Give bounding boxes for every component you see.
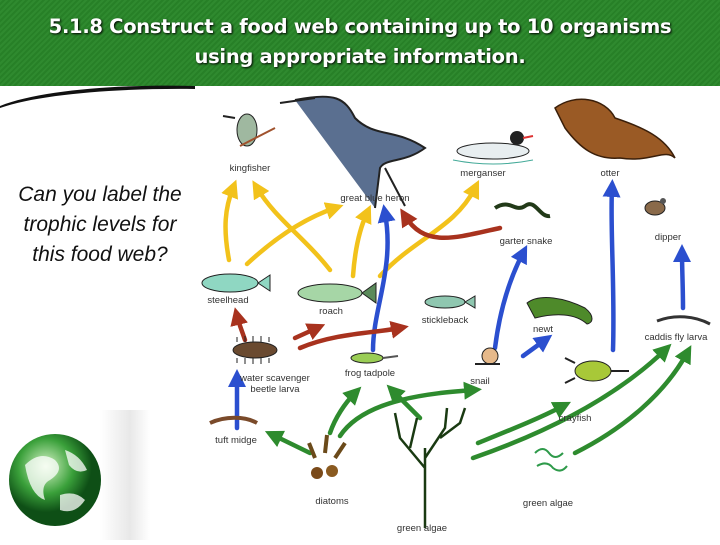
slide-title: 5.1.8 Construct a food web containing up… xyxy=(0,12,720,72)
label-diatoms: diatoms xyxy=(315,496,349,507)
arrow-snail-gartersnake xyxy=(492,245,528,351)
arrow-tadpole-heron xyxy=(370,204,396,353)
arrow-beetle-stickleback xyxy=(297,320,409,351)
arrow-algae-crayfish xyxy=(475,401,571,446)
crayfish-icon xyxy=(564,357,629,384)
food-web-graphics xyxy=(201,95,711,528)
title-line-2: using appropriate information. xyxy=(194,45,526,68)
water-scavenger-beetle-larva-icon xyxy=(232,336,278,364)
green-algae-strand-icon xyxy=(534,448,568,472)
label-heron: great blue heron xyxy=(340,193,410,204)
label-green-algae-1: green algae xyxy=(396,523,448,534)
diatoms-icon xyxy=(307,434,347,479)
label-crayfish: crayfish xyxy=(558,413,592,424)
arrow-steelhead-kingfisher xyxy=(221,179,239,263)
arrow-roach-merganser xyxy=(377,179,480,279)
label-caddis-fly-larva: caddis fly larva xyxy=(644,332,708,343)
snail-icon xyxy=(475,347,500,365)
arrow-caddis-dipper xyxy=(673,244,692,311)
label-otter: otter xyxy=(600,168,620,179)
label-beetle-line-1: water scavenger xyxy=(240,373,310,384)
stickleback-icon xyxy=(424,295,476,309)
otter-icon xyxy=(554,98,676,160)
roach-icon xyxy=(297,282,377,304)
dipper-icon xyxy=(644,198,666,216)
swoosh-decoration xyxy=(0,85,195,108)
arrow-diatoms-tuftmidge xyxy=(264,430,313,456)
label-frog-tadpole: frog tadpole xyxy=(344,368,396,379)
label-tuft-midge: tuft midge xyxy=(215,435,257,446)
arrow-beetle-roach xyxy=(292,323,326,341)
label-garter-snake: garter snake xyxy=(499,236,553,247)
label-beetle-line-2: beetle larva xyxy=(250,384,300,395)
label-roach: roach xyxy=(319,306,343,317)
arrow-gartersnake-heron xyxy=(400,208,503,240)
title-line-1: 5.1.8 Construct a food web containing up… xyxy=(48,15,672,38)
arrow-steelhead-heron xyxy=(244,202,344,267)
arrow-algae-tadpole xyxy=(386,384,423,421)
label-dipper: dipper xyxy=(654,232,682,243)
label-green-algae-2: green algae xyxy=(522,498,574,509)
globe-icon xyxy=(9,434,101,526)
green-algae-branching-icon xyxy=(393,407,467,528)
caddis-fly-larva-icon xyxy=(656,315,711,326)
arrow-beetle-steelhead xyxy=(230,307,248,343)
arrow-algae-caddis xyxy=(470,343,672,461)
heron-icon xyxy=(279,95,427,209)
title-banner: 5.1.8 Construct a food web containing up… xyxy=(0,0,720,86)
label-steelhead: steelhead xyxy=(207,295,249,306)
question-text: Can you label the trophic levels for thi… xyxy=(18,183,182,266)
newt-icon xyxy=(526,297,593,325)
arrow-snail-newt xyxy=(520,334,553,359)
food-web-diagram: kingfisher great blue heron merganser ot… xyxy=(195,88,720,540)
arrow-greenalgae-caddis xyxy=(572,345,692,456)
label-newt: newt xyxy=(532,324,554,335)
frog-tadpole-icon xyxy=(350,352,399,364)
tuft-midge-icon xyxy=(209,415,259,425)
globe-decoration xyxy=(0,410,195,540)
arrow-roach-heron xyxy=(350,204,372,279)
label-stickleback: stickleback xyxy=(421,315,469,326)
steelhead-icon xyxy=(201,273,271,293)
arrow-crayfish-otter xyxy=(602,179,621,353)
garter-snake-icon xyxy=(493,202,551,219)
label-kingfisher: kingfisher xyxy=(229,163,271,174)
arrow-diatoms-tadpole xyxy=(327,386,362,436)
kingfisher-icon xyxy=(222,113,276,147)
merganser-icon xyxy=(452,131,534,165)
label-merganser: merganser xyxy=(460,168,506,179)
label-snail: snail xyxy=(470,376,490,387)
